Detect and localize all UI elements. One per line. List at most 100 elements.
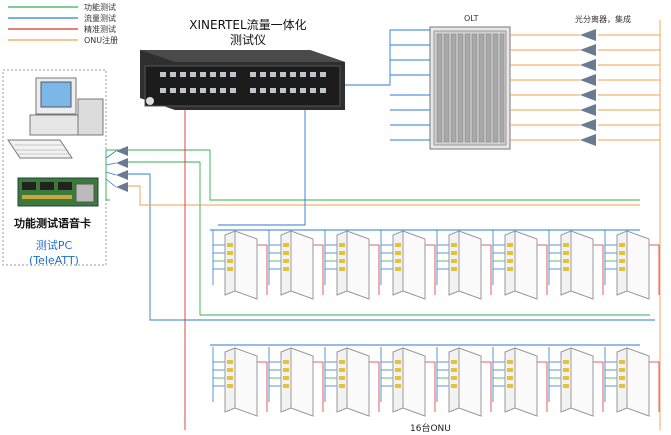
onu-port	[339, 368, 345, 372]
olt-splitters	[580, 29, 596, 146]
onu-port	[563, 259, 569, 263]
onu-port	[395, 259, 401, 263]
onu-precision-wire	[647, 244, 660, 295]
onu-precision-wire	[591, 361, 604, 412]
onu-port	[227, 251, 233, 255]
onu-port	[283, 259, 289, 263]
onu-port	[283, 267, 289, 271]
onu-port	[507, 251, 513, 255]
onu-layer	[212, 230, 660, 417]
onu-device	[436, 230, 492, 300]
onu-front	[402, 230, 426, 300]
onu-port	[619, 243, 625, 247]
onu-port	[339, 384, 345, 388]
onu-front	[234, 347, 258, 417]
onu-precision-wire	[479, 244, 492, 295]
onu-port	[339, 259, 345, 263]
legend-label-precision: 精准测试	[84, 25, 116, 34]
onu-port	[395, 267, 401, 271]
onu-port	[619, 384, 625, 388]
onu-port	[339, 243, 345, 247]
onu-port	[227, 376, 233, 380]
onu-front	[458, 347, 482, 417]
onu-device	[548, 230, 604, 300]
onu-front	[514, 347, 538, 417]
onu-precision-wire	[647, 361, 660, 412]
onu-port	[283, 360, 289, 364]
onu-port	[395, 360, 401, 364]
onu-port	[451, 259, 457, 263]
pc-label: 测试PC (TeleATT)	[16, 238, 92, 268]
onu-port	[507, 259, 513, 263]
onu-port	[563, 251, 569, 255]
onu-precision-wire	[535, 244, 548, 295]
onu-port	[227, 243, 233, 247]
onu-port	[563, 243, 569, 247]
onu-port	[451, 376, 457, 380]
onu-port	[563, 360, 569, 364]
onu-precision-wire	[535, 361, 548, 412]
onu-precision-wire	[311, 361, 324, 412]
pc-splitters	[116, 146, 128, 192]
onu-precision-wire	[423, 361, 436, 412]
onu-port	[227, 360, 233, 364]
onu-device	[268, 347, 324, 417]
onu-front	[570, 347, 594, 417]
onu-port	[451, 251, 457, 255]
onu-device	[324, 230, 380, 300]
onu-device	[212, 347, 268, 417]
onu-front	[570, 230, 594, 300]
onu-port	[451, 368, 457, 372]
onu-port	[563, 384, 569, 388]
legend-label-traffic: 流量测试	[84, 14, 116, 23]
onu-port	[507, 360, 513, 364]
onu-front	[458, 230, 482, 300]
onu-port	[283, 251, 289, 255]
onu-port	[619, 368, 625, 372]
onu-port	[227, 267, 233, 271]
onu-front	[346, 347, 370, 417]
onu-port	[395, 251, 401, 255]
onu-port	[619, 267, 625, 271]
legend	[8, 6, 78, 41]
onu-precision-wire	[479, 361, 492, 412]
tester-chassis	[140, 50, 345, 110]
olt-splitter-links	[510, 20, 661, 430]
onu-port	[451, 384, 457, 388]
onu-port	[339, 267, 345, 271]
onu-port	[227, 368, 233, 372]
onu-port	[507, 376, 513, 380]
bus-lines	[105, 110, 655, 430]
onu-port	[563, 267, 569, 271]
onu-precision-wire	[311, 244, 324, 295]
onu-front	[290, 347, 314, 417]
onu-count-label: 16台ONU	[410, 424, 451, 434]
tester-title-line2: 测试仪	[229, 33, 266, 47]
onu-precision-wire	[367, 361, 380, 412]
legend-label-register: ONU注册	[84, 36, 119, 45]
legend-label-function: 功能测试	[84, 3, 116, 12]
onu-front	[514, 230, 538, 300]
pc-label-line2: (TeleATT)	[29, 254, 79, 267]
tester-olt-links	[345, 29, 430, 141]
onu-device	[492, 230, 548, 300]
onu-port	[227, 259, 233, 263]
onu-port	[283, 376, 289, 380]
onu-precision-wire	[255, 361, 268, 412]
onu-port	[339, 360, 345, 364]
onu-port	[563, 376, 569, 380]
onu-port	[283, 384, 289, 388]
onu-port	[395, 376, 401, 380]
onu-precision-wire	[591, 244, 604, 295]
onu-device	[436, 347, 492, 417]
onu-device	[380, 230, 436, 300]
onu-front	[402, 347, 426, 417]
onu-precision-wire	[423, 244, 436, 295]
onu-front	[346, 230, 370, 300]
onu-front	[626, 230, 650, 300]
computer-icon	[7, 77, 104, 159]
onu-device	[492, 347, 548, 417]
onu-port	[563, 368, 569, 372]
voice-card-icon	[17, 177, 99, 207]
